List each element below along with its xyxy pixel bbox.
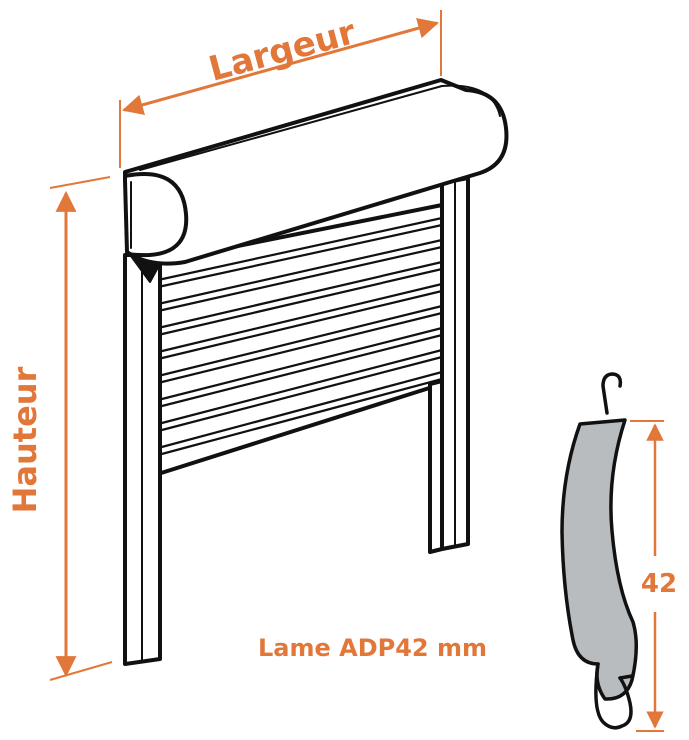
right-guide-rail [440,176,470,551]
slat-label: Lame ADP42 mm [258,634,487,662]
slat-profile-icon [560,372,638,730]
roller-box [123,78,509,266]
shutter-curtain [156,203,444,476]
slat-height-label: 42 [641,569,677,599]
left-guide-rail [123,253,162,666]
width-label: Largeur [205,12,360,89]
height-label: Hauteur [6,366,44,513]
height-dimension [49,176,113,681]
roller-shutter-icon [123,78,509,666]
slat-height-dimension [630,420,664,732]
width-dimension [119,10,442,168]
